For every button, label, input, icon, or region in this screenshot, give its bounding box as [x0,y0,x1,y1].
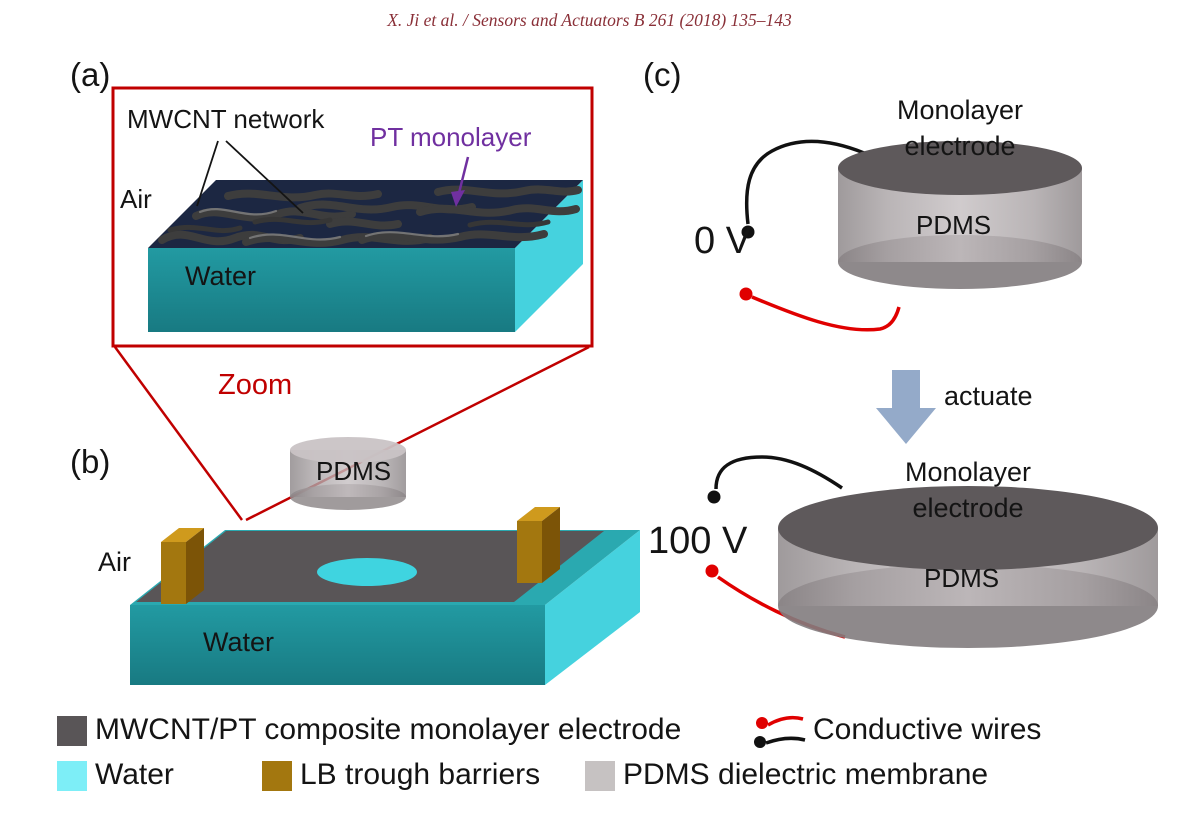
pt-monolayer-arrow-shaft [457,156,470,194]
legend-swatch-pdms [585,761,615,791]
water-label-b: Water [203,627,275,657]
legend-black-wire-dot [754,736,766,748]
lb-barrier-right [517,507,560,583]
legend-water-label: Water [95,758,174,791]
legend-art [57,715,806,791]
legend-red-wire-dot [756,717,768,729]
zoom-funnel-left-line [113,346,244,521]
pt-monolayer-label: PT monolayer [370,122,532,152]
water-window-ellipse [317,558,417,586]
pdms-cylinder-small [290,437,406,510]
black-terminal-dot-bottom [707,490,721,504]
pdms-small-top [290,437,406,463]
legend-red-wire-line [767,715,804,727]
actuate-arrow-icon [876,370,936,444]
device-top-electrode-face [838,141,1082,195]
legend-wires-label: Conductive wires [813,713,1042,746]
mwcnt-network-tubes [158,185,582,247]
zoom-box [111,86,594,348]
electrode-label-top: electrode [904,131,1016,161]
pt-monolayer-arrow-head [451,190,465,207]
water-block-b-front-face [130,605,545,685]
monolayer-label-top: Monolayer [896,95,1024,125]
mwcnt-tube-highlights [198,208,460,241]
electrode-label-bottom: electrode [912,493,1024,523]
lb-barrier-left [161,528,204,604]
barrier-right-front [517,521,542,583]
legend-swatch-electrode [57,716,87,746]
black-terminal-dot-top [741,225,755,239]
red-terminal-dot-bottom [705,564,719,578]
mwcnt-pointer-line-2 [225,140,304,214]
panel-b-tag: (b) [70,443,111,480]
panel-c-illustration [705,139,1158,648]
pdms-label-bottom-device: PDMS [924,563,1000,593]
panel-c-tag: (c) [643,56,682,93]
legend-barriers-label: LB trough barriers [300,758,541,791]
water-block-a-front-face [148,248,515,332]
legend-pdms-label: PDMS dielectric membrane [623,758,989,791]
barrier-right-top [517,507,560,521]
actuate-label: actuate [944,381,1033,411]
zoom-label: Zoom [218,369,293,401]
black-wire-top [744,139,865,225]
voltage-label-0v: 0 V [694,220,752,262]
panel-b-illustration [130,437,640,685]
mwcnt-pointer-line-1 [196,140,219,207]
voltage-label-100v: 100 V [648,520,748,562]
legend-black-wire-line [765,736,806,745]
device-cylinder-actuated [778,486,1158,648]
legend-swatch-water [57,761,87,791]
mwcnt-network-label: MWCNT network [127,104,325,134]
panel-a-illustration [111,86,594,522]
monolayer-label-bottom: Monolayer [904,457,1032,487]
air-label-a: Air [120,184,152,214]
water-label-a: Water [185,261,257,291]
legend-electrode-label: MWCNT/PT composite monolayer electrode [95,713,682,746]
pdms-label-top-device: PDMS [916,210,992,240]
water-block-b-side-face [545,530,640,685]
pdms-label-b: PDMS [316,456,392,486]
black-wire-bottom [714,455,843,490]
barrier-left-top [161,528,204,542]
running-head: X. Ji et al. / Sensors and Actuators B 2… [387,10,792,30]
device-bottom-electrode-face [778,486,1158,570]
mwcnt-network-thin-tubes [167,216,551,234]
red-wire-top [751,295,901,332]
barrier-left-front [161,542,186,604]
panel-a-tag: (a) [70,56,111,93]
barrier-left-side [186,528,204,604]
barrier-right-side [542,507,560,583]
legend-swatch-barrier [262,761,292,791]
water-block-a-side-face [515,180,583,332]
device-cylinder-rest [838,141,1082,289]
red-terminal-dot-top [739,287,753,301]
air-label-b: Air [98,547,131,577]
